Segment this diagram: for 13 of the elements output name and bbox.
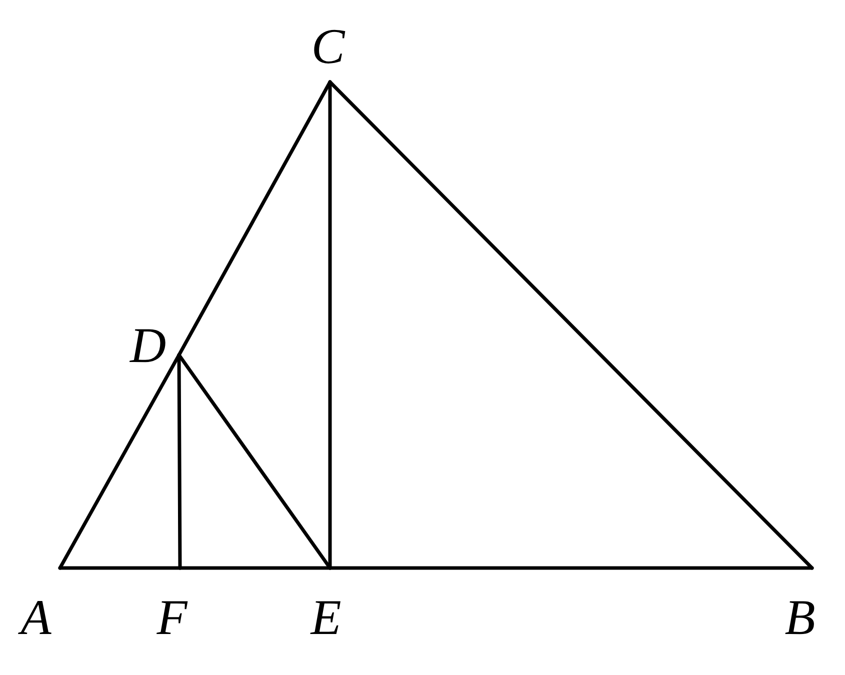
- line-segment: [328, 80, 814, 570]
- line-segment: [328, 80, 332, 570]
- point-label: E: [310, 592, 342, 642]
- line-segment: [177, 353, 182, 570]
- line-segment: [178, 566, 332, 570]
- point-label: C: [311, 21, 345, 71]
- point-label: F: [156, 592, 188, 642]
- point-label: A: [20, 592, 52, 642]
- line-segment: [58, 566, 182, 570]
- point-label: B: [784, 592, 816, 642]
- line-segment: [328, 566, 814, 570]
- point-label: D: [130, 320, 166, 370]
- line-segment: [177, 353, 332, 570]
